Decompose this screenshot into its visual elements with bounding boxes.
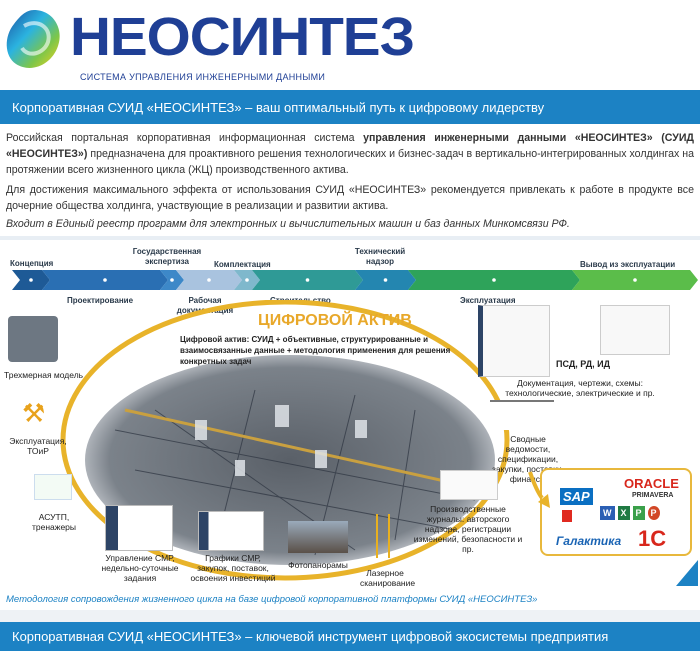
photo-panorama-thumbnail <box>288 521 348 553</box>
word-icon: W <box>600 506 615 520</box>
excel-icon: X <box>617 506 630 520</box>
asutp-diagram-thumbnail <box>34 474 72 500</box>
drawing-thumbnail <box>478 305 550 377</box>
timeline-stage-dot <box>492 278 496 282</box>
tools-icon: ⚒ <box>22 398 46 428</box>
item-label: АСУТП, тренажеры <box>31 512 77 532</box>
3d-model-thumbnail <box>8 316 58 362</box>
timeline-stage-dot <box>103 278 107 282</box>
stage-label: Концепция <box>10 259 54 268</box>
journal-thumbnail <box>440 470 498 500</box>
text: Российская портальная корпоративная инфо… <box>6 132 364 144</box>
footer-bar: Корпоративная СУИД «НЕОСИНТЕЗ» – ключево… <box>0 622 700 651</box>
header-bar: Корпоративная СУИД «НЕОСИНТЕЗ» – ваш опт… <box>0 90 700 124</box>
item-label: Производственные журналы: авторского над… <box>413 504 523 554</box>
bold-text: управления инженерными данными «НЕОСИНТЕ… <box>6 132 694 160</box>
digital-asset-model <box>60 300 510 581</box>
smr-thumbnail <box>105 505 173 551</box>
pdf-icon <box>562 510 572 522</box>
digital-asset-description: Цифровой актив: СУИД + объективные, стру… <box>180 335 451 366</box>
timeline-stage-dot <box>245 278 249 282</box>
sap-logo: SAP <box>560 488 593 505</box>
timeline-stage-dot <box>170 278 174 282</box>
item-label: Эксплуатация, ТОиР <box>9 436 67 456</box>
lifecycle-timeline <box>12 270 698 290</box>
item-label: Графики СМР, закупок, поставок, освоения… <box>190 553 276 583</box>
1c-logo: 1С <box>638 526 667 551</box>
footer-bar-text: Корпоративная СУИД «НЕОСИНТЕЗ» – ключево… <box>12 629 609 644</box>
timeline-stage-dot <box>29 278 33 282</box>
stage-label: Государственная экспертиза <box>132 247 202 266</box>
timeline-stage-dot <box>633 278 637 282</box>
stage-label: Проектирование <box>66 296 134 305</box>
stage-label: Вывод из эксплуатации <box>580 260 676 269</box>
registry-note: Входит в Единый реестр программ для элек… <box>6 218 570 230</box>
logo-mark-icon <box>6 10 60 68</box>
galaktika-logo: Галактика <box>556 534 622 548</box>
docs-title: ПСД, РД, ИД <box>556 359 610 369</box>
corner-decoration <box>676 560 698 586</box>
arrow-icon <box>528 471 550 508</box>
header-bar-text: Корпоративная СУИД «НЕОСИНТЕЗ» – ваш опт… <box>12 99 545 115</box>
primavera-logo: PRIMAVERA <box>632 492 674 499</box>
oracle-logo: ORACLE <box>624 476 679 491</box>
stage-label: Технический надзор <box>354 247 406 266</box>
stage-label: Комплектация <box>214 260 271 269</box>
item-label: Сводные ведомости, спецификации, закупки… <box>492 434 564 484</box>
project-icon: P <box>632 506 645 520</box>
statements-thumbnail <box>490 400 554 430</box>
timeline-stage-dot <box>305 278 310 282</box>
powerpoint-icon: P <box>647 506 660 520</box>
divider <box>0 236 700 240</box>
timeline-stage-dot <box>383 278 388 282</box>
schedules-thumbnail <box>198 511 264 551</box>
logo-wordmark: НЕОСИНТЕЗ <box>70 7 415 67</box>
item-label: Лазерное сканирование <box>360 568 416 588</box>
drawing-thumbnail <box>600 305 670 355</box>
item-label: Фотопанорамы <box>288 560 348 570</box>
methodology-caption: Методология сопровождения жизненного цик… <box>6 594 538 605</box>
stage-label: Эксплуатация <box>460 296 516 305</box>
timeline-stage-dot <box>207 278 211 282</box>
integrations-box: SAP ORACLE PRIMAVERA W X P P Галактика 1… <box>540 468 692 556</box>
digital-asset-title: ЦИФРОВОЙ АКТИВ <box>258 312 412 329</box>
item-label: Документация, чертежи, схемы: технологич… <box>505 378 655 398</box>
divider <box>0 610 700 622</box>
text: предназначена для проактивного решения т… <box>6 148 694 176</box>
intro-paragraph-1: Российская портальная корпоративная инфо… <box>6 130 694 178</box>
item-label: Управление СМР, недельно-суточные задани… <box>101 553 179 583</box>
logo-tagline: СИСТЕМА УПРАВЛЕНИЯ ИНЖЕНЕРНЫМИ ДАННЫМИ <box>80 72 326 82</box>
laser-scanner-icon <box>376 514 390 558</box>
office-icons: W X P P <box>600 506 660 520</box>
intro-paragraph-2: Для достижения максимального эффекта от … <box>6 184 694 212</box>
item-label: Трехмерная модель <box>4 370 84 380</box>
